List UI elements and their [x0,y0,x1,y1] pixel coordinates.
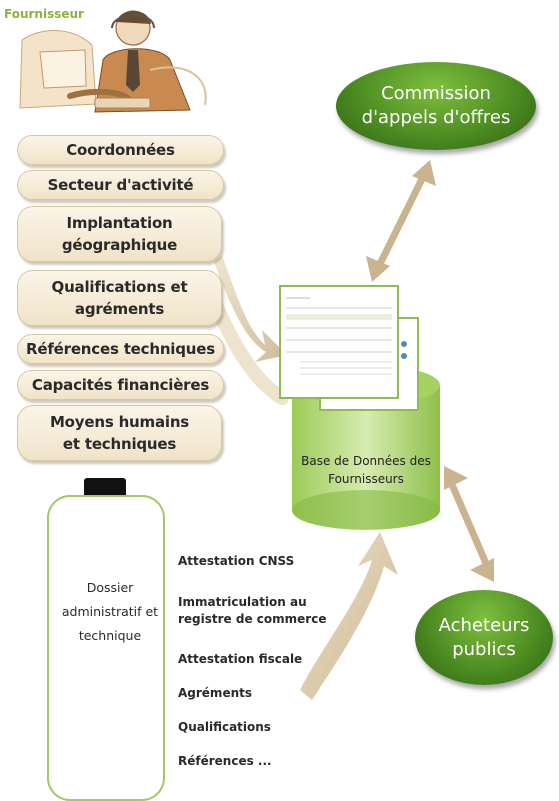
dossier-folder-icon [47,478,165,801]
document-item: Qualifications [178,720,271,734]
database-label: Base de Données des Fournisseurs [301,454,431,486]
commission-label: Commission d'appels d'offres [361,83,511,128]
curved-arrow-up-icon [300,532,398,700]
commission-oval: Commission d'appels d'offres [336,62,536,150]
buyers-oval: Acheteurs publics [415,590,553,685]
dossier-label: Dossier administratif et technique [61,580,159,643]
document-item: Agréments [178,686,252,700]
document-pages-icon [279,285,419,411]
arrow-to-acheteurs-icon [444,466,494,582]
category-pill-references: Références techniques [17,334,224,364]
document-item: Attestation CNSS [178,554,295,568]
person-illustration-icon [0,0,215,122]
category-pill-coordonnees: Coordonnées [17,135,224,165]
document-item: Attestation fiscale [178,652,303,666]
document-item: Références ... [178,754,272,768]
category-pill-moyens: Moyens humains et techniques [17,405,222,461]
category-pill-implantation: Implantation géographique [17,206,222,262]
arrow-to-commission-icon [366,160,436,282]
category-pill-capacites: Capacités financières [17,370,224,400]
buyers-label: Acheteurs publics [438,614,530,660]
category-pill-qualifications: Qualifications et agréments [17,270,222,326]
document-item: Immatriculation au registre de commerce [178,595,327,626]
supplier-title: Fournisseur [4,7,84,21]
category-pill-secteur: Secteur d'activité [17,170,224,200]
